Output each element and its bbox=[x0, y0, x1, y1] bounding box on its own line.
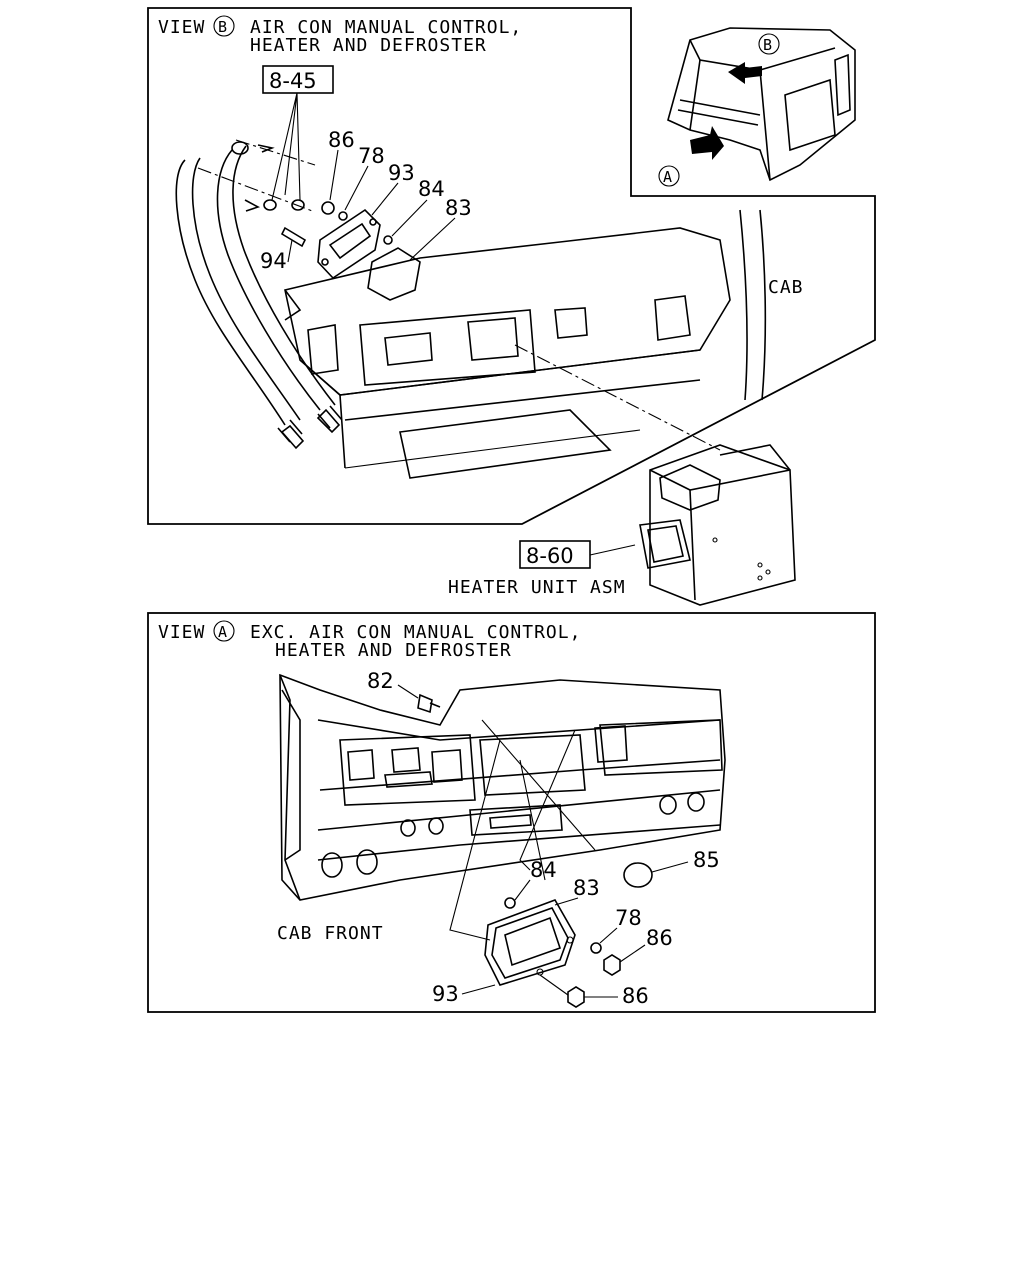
view-a-frame bbox=[147, 612, 876, 1013]
leader-86-lower bbox=[539, 974, 618, 998]
view-a-title-prefix: VIEW bbox=[158, 622, 205, 643]
arrow-head-lower bbox=[244, 199, 261, 212]
part-85-plug bbox=[623, 862, 653, 888]
inset-circle-b bbox=[758, 33, 780, 55]
view-b-title-line2: AIR CON MANUAL CONTROL, bbox=[250, 17, 522, 38]
view-a-title-line2: EXC. AIR CON MANUAL CONTROL, bbox=[250, 622, 581, 643]
part-label-78: 78 bbox=[358, 144, 385, 168]
view-a-part-label-84: 84 bbox=[530, 858, 557, 882]
inset-circle-b-letter: B bbox=[763, 36, 773, 54]
view-b-guide-lines bbox=[197, 139, 721, 451]
inset-circle-a-letter: A bbox=[663, 168, 673, 186]
cab-label: CAB bbox=[768, 277, 804, 298]
leader-93 bbox=[461, 984, 496, 995]
leader-78 bbox=[599, 927, 618, 944]
view-a-part-84-washer bbox=[504, 897, 516, 909]
ref-box-8-45 bbox=[262, 65, 334, 94]
view-a-circle-letter: A bbox=[218, 623, 228, 641]
cab-front-label: CAB FRONT bbox=[277, 923, 384, 944]
view-a-part-86-nut-lower bbox=[567, 986, 585, 1008]
view-b-title-prefix: VIEW bbox=[158, 17, 205, 38]
ref-box-8-45-text: 8-45 bbox=[269, 69, 317, 93]
view-a-part-label-82: 82 bbox=[367, 669, 394, 693]
part-86-nut bbox=[321, 201, 335, 215]
part-label-83: 83 bbox=[445, 196, 472, 220]
leader-82 bbox=[397, 684, 419, 699]
part-94-pin bbox=[280, 226, 307, 248]
leader-85 bbox=[651, 861, 689, 873]
heater-unit-label: HEATER UNIT ASM bbox=[448, 577, 626, 598]
view-a-part-label-93: 93 bbox=[432, 982, 459, 1006]
control-plate bbox=[317, 208, 381, 280]
view-a-part-label-85: 85 bbox=[693, 848, 720, 872]
ref-box-8-60-text: 8-60 bbox=[526, 544, 574, 568]
heater-hoses bbox=[175, 141, 343, 450]
view-a-part-label-78: 78 bbox=[615, 906, 642, 930]
arrow-head-upper bbox=[257, 144, 275, 153]
view-b-circle-letter: B bbox=[218, 18, 228, 36]
view-a-guide-lines-2 bbox=[519, 729, 576, 871]
part-82-bolt bbox=[417, 693, 441, 714]
view-a-control-plate bbox=[484, 899, 576, 986]
arrow-b-icon bbox=[728, 62, 762, 84]
cab-dashboard-panel bbox=[284, 209, 767, 479]
view-a-part-label-86-lower: 86 bbox=[622, 984, 649, 1008]
view-b-part-leaders bbox=[287, 149, 456, 263]
part-label-86: 86 bbox=[328, 128, 355, 152]
part-78-washer bbox=[338, 211, 348, 221]
view-a-part-78-washer bbox=[590, 942, 602, 954]
view-a-guide-lines bbox=[449, 719, 596, 941]
ref-8-45-leaders bbox=[271, 92, 301, 201]
hose-clips bbox=[263, 199, 305, 211]
leader-86-upper bbox=[619, 944, 646, 963]
ref-8-60-leader bbox=[589, 544, 636, 556]
part-label-94: 94 bbox=[260, 249, 287, 273]
part-83-gasket bbox=[367, 247, 421, 301]
leader-84 bbox=[514, 879, 531, 901]
view-a-part-86-nut-upper bbox=[603, 954, 621, 976]
part-84-washer bbox=[383, 235, 393, 245]
view-b-frame bbox=[147, 7, 876, 525]
heater-unit-assembly bbox=[639, 444, 796, 606]
view-a-part-label-83: 83 bbox=[573, 876, 600, 900]
part-label-84: 84 bbox=[418, 177, 445, 201]
part-label-93: 93 bbox=[388, 161, 415, 185]
leader-83 bbox=[554, 897, 579, 906]
view-a-title-line3: HEATER AND DEFROSTER bbox=[275, 640, 512, 661]
truck-cab-inset bbox=[667, 27, 856, 182]
view-b-circle bbox=[213, 15, 235, 37]
arrow-a-icon bbox=[690, 126, 724, 160]
view-a-part-label-86-upper: 86 bbox=[646, 926, 673, 950]
inset-circle-a bbox=[658, 165, 680, 187]
view-a-circle bbox=[213, 620, 235, 642]
view-b-title-line3: HEATER AND DEFROSTER bbox=[250, 35, 487, 56]
